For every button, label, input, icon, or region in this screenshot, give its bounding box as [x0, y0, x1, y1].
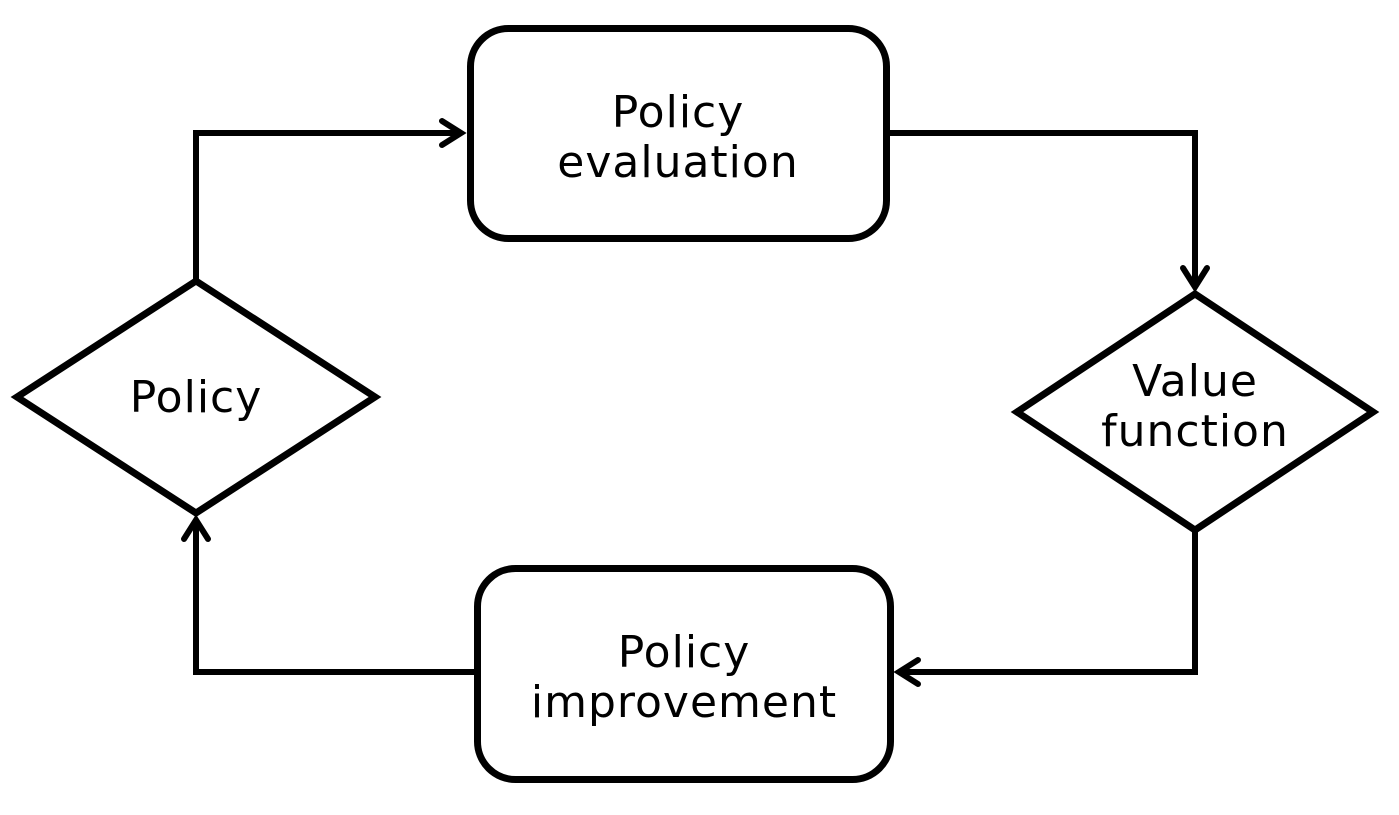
node-policy: Policy	[10, 276, 382, 518]
value-function-label-line2: function	[1101, 406, 1289, 457]
policy-improvement-label-line2: improvement	[531, 677, 837, 728]
policy-evaluation-box	[467, 25, 890, 242]
node-policy-evaluation: Policy evaluation	[467, 25, 890, 242]
edge-policy-improvement-to-policy	[181, 514, 477, 675]
value-function-diamond	[1010, 289, 1380, 535]
edge-value-function-to-policy-improvement	[893, 530, 1198, 687]
policy-evaluation-label-line1: Policy	[612, 87, 745, 138]
policy-improvement-box	[474, 565, 894, 783]
value-function-label-line1: Value	[1132, 356, 1258, 407]
policy-label: Policy	[130, 372, 263, 423]
edge-policy-evaluation-to-value-function	[887, 130, 1210, 293]
policy-diamond	[10, 276, 382, 518]
edge-policy-to-policy-evaluation	[193, 118, 467, 281]
policy-improvement-label-line1: Policy	[618, 627, 751, 678]
node-policy-improvement: Policy improvement	[474, 565, 894, 783]
policy-evaluation-label-line2: evaluation	[557, 137, 798, 188]
node-value-function: Value function	[1010, 289, 1380, 535]
